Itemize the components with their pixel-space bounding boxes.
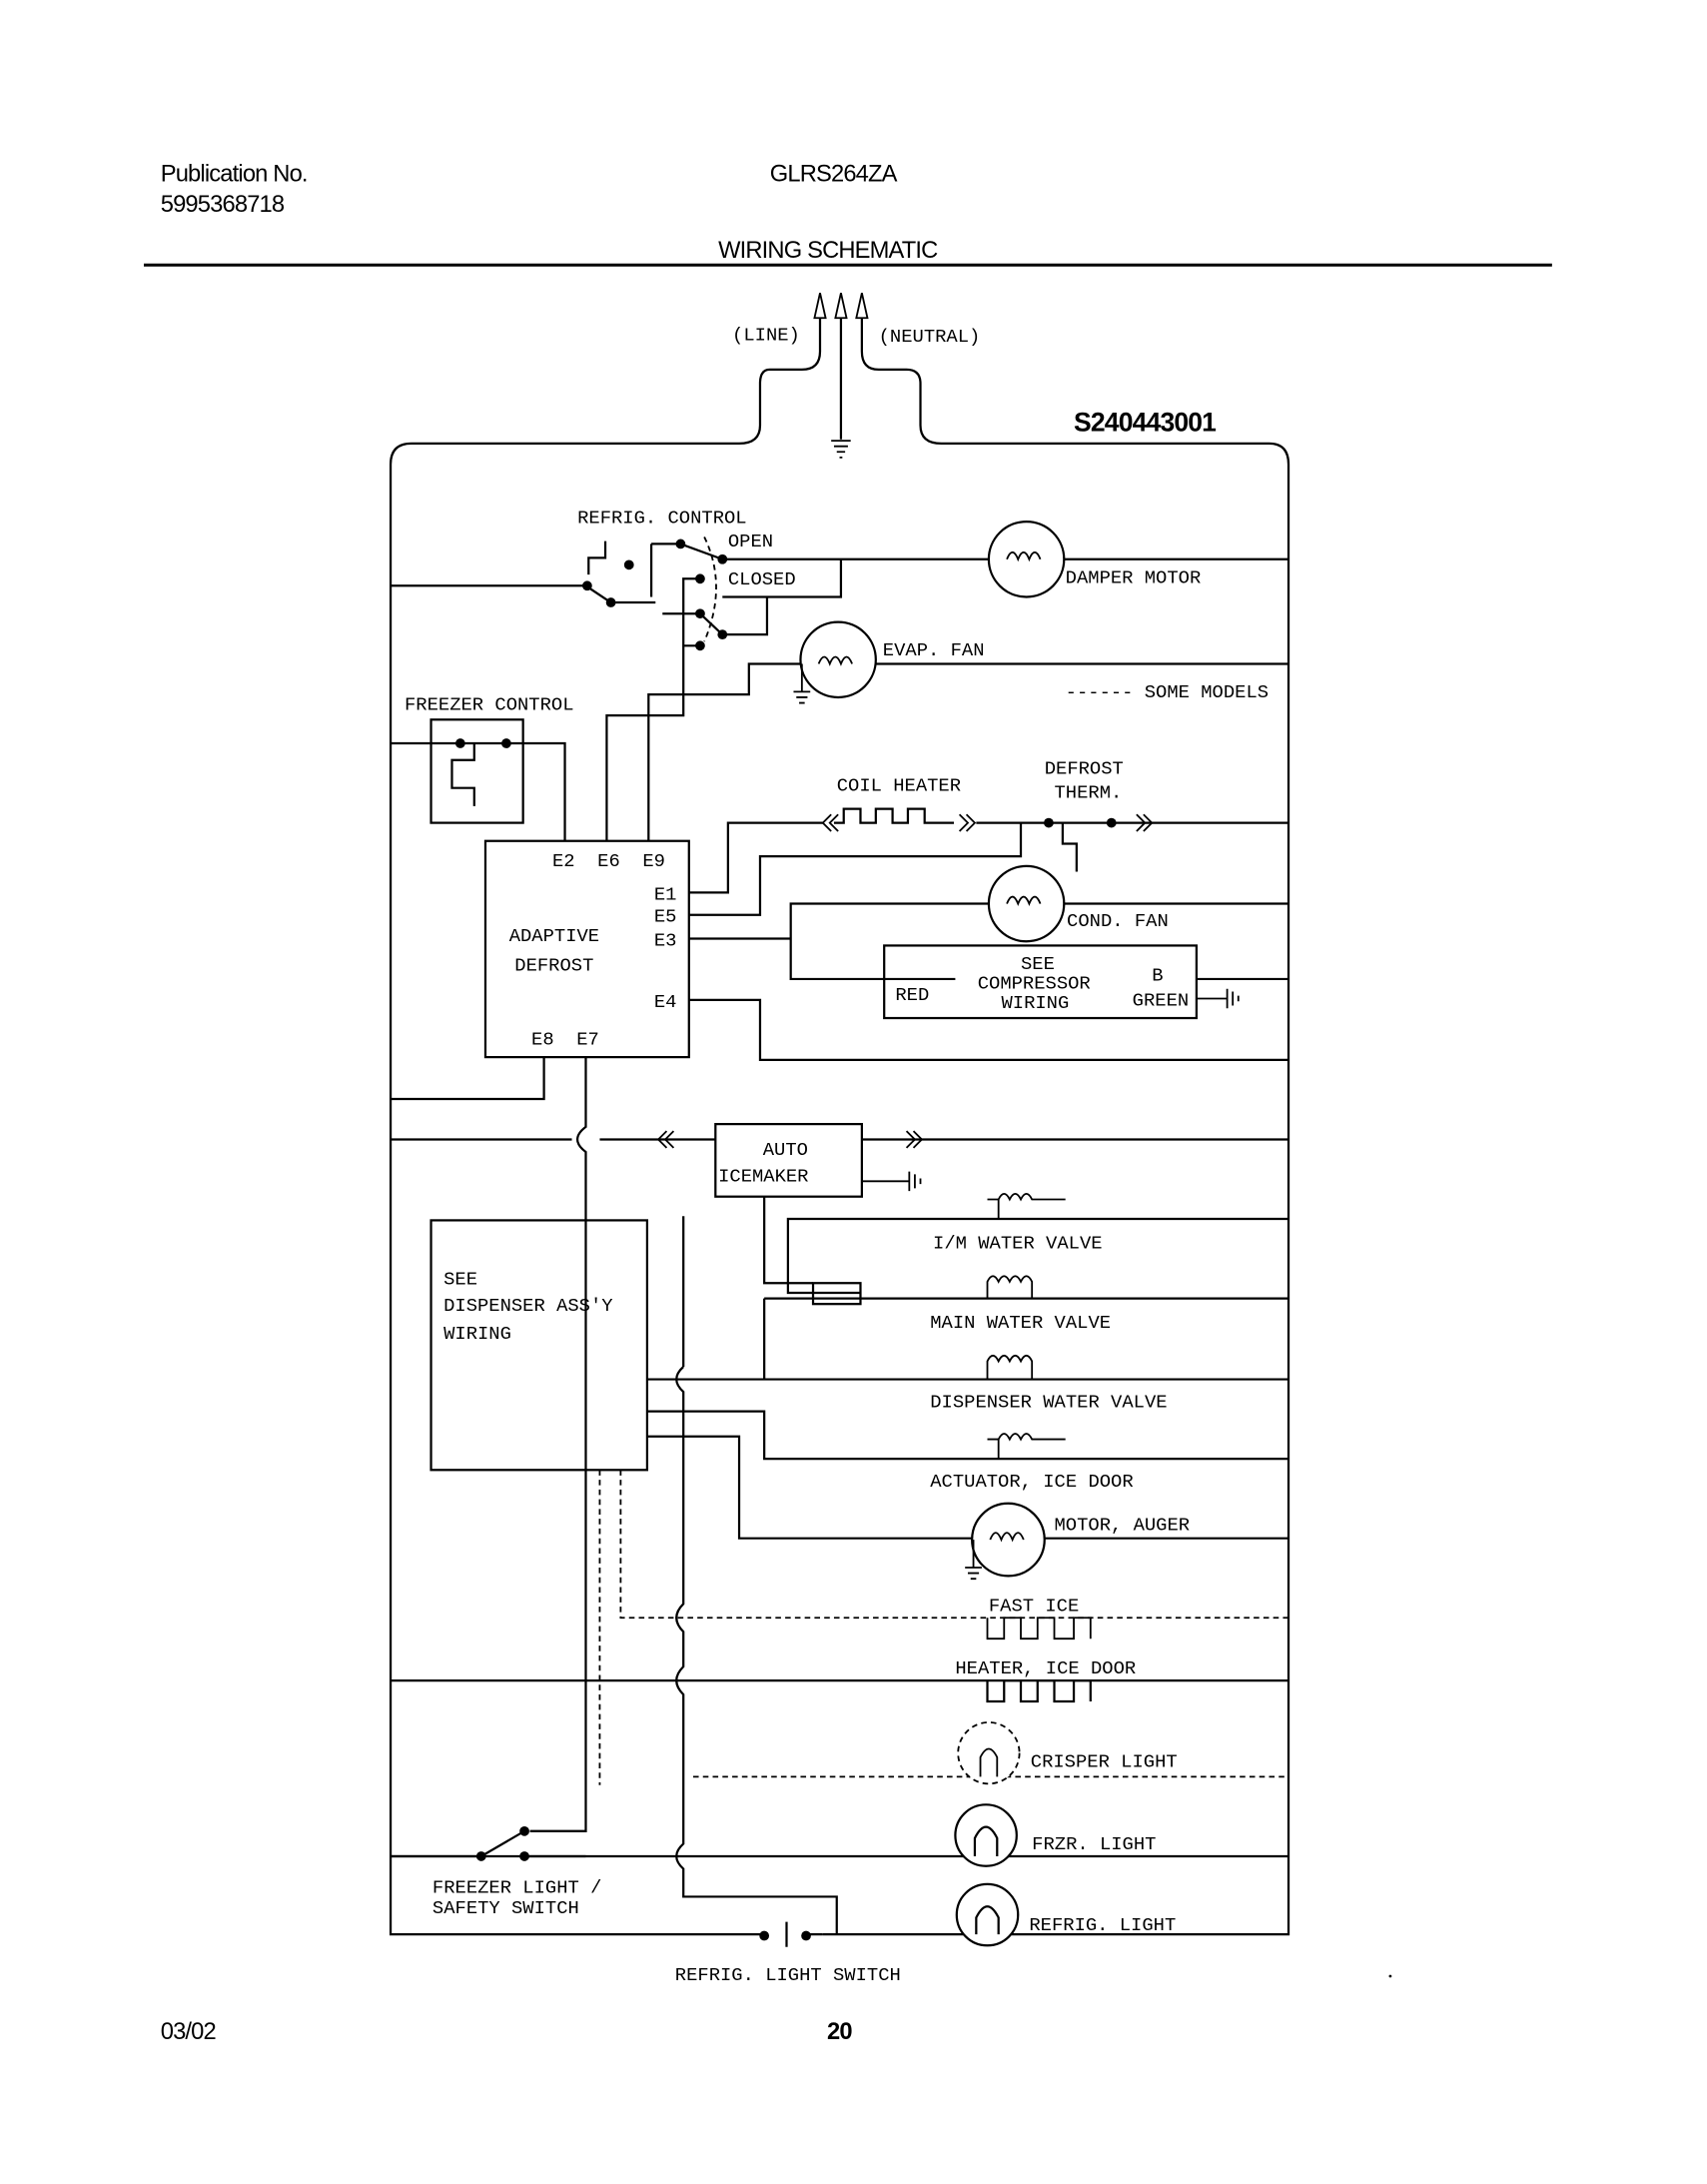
compressor-label-3: WIRING [1001,992,1069,1014]
power-plug-icon [389,292,1290,1936]
refrig-control-label: REFRIG. CONTROL [577,507,746,529]
page-number: 20 [827,2019,852,2045]
im-water-valve-icon [987,1193,1066,1220]
icemaker-label-1: AUTO [763,1139,808,1161]
freezer-switch-label-1: FREEZER LIGHT / [432,1876,601,1898]
crisper-light-label: CRISPER LIGHT [1031,1751,1178,1773]
main-water-valve-icon [986,1275,1034,1299]
adaptive-defrost-box [483,839,690,1059]
damper-motor-label: DAMPER MOTOR [1066,566,1202,588]
heater-ice-door-icon [986,1678,1092,1703]
refrig-control-switch [391,537,1289,841]
defrost-therm-label-2: THERM. [1055,781,1123,803]
terminal-e5: E5 [654,906,677,928]
refrig-light-switch [752,1921,823,1947]
refrig-light-icon [955,1882,1020,1947]
freezer-light-safety-switch [391,1825,586,1861]
dispenser-label-2: DISPENSER ASS'Y [443,1295,612,1317]
refrig-light-label: REFRIG. LIGHT [1029,1914,1176,1936]
neutral-label: (NEUTRAL) [879,326,981,348]
coil-heater-icon [821,807,977,832]
im-water-valve-label: I/M WATER VALVE [933,1232,1102,1254]
refrig-control-closed-label: CLOSED [728,568,796,590]
compressor-wiring-box [883,944,1199,1020]
frzr-light-icon [954,1803,1018,1867]
schematic-number: S240443001 [1074,407,1217,437]
cond-fan-icon [987,864,1066,943]
dispenser-label-1: SEE [443,1269,477,1291]
actuator-ice-door-icon [987,1433,1066,1460]
dispenser-label-3: WIRING [443,1323,511,1345]
compressor-label-1: SEE [1021,953,1055,975]
connector-icon [811,1282,862,1306]
dispenser-water-valve-label: DISPENSER WATER VALVE [930,1391,1167,1413]
evap-fan-icon [793,620,877,704]
refrig-light-switch-label: REFRIG. LIGHT SWITCH [675,1964,901,1986]
defrost-therm-label-1: DEFROST [1045,758,1124,780]
motor-auger-label: MOTOR, AUGER [1055,1514,1191,1536]
adaptive-defrost-label-2: DEFROST [514,955,593,977]
fast-ice-label: FAST ICE [989,1595,1079,1617]
crisper-light-icon [957,1721,1021,1785]
publication-label: Publication No. [161,161,308,187]
defrost-bottom-terminals: E8 E7 [531,1029,599,1051]
compressor-red-label: RED [895,984,929,1006]
fast-ice-heater-icon [986,1617,1092,1640]
model-number: GLRS264ZA [770,161,898,187]
some-models-legend: ------ SOME MODELS [1066,681,1269,703]
ground-icon [1196,988,1240,1009]
refrig-control-open-label: OPEN [728,531,773,552]
freezer-control-label: FREEZER CONTROL [405,694,573,716]
icemaker-label-2: ICEMAKER [718,1165,808,1187]
evap-fan-label: EVAP. FAN [883,639,985,661]
page-title: WIRING SCHEMATIC [718,238,938,264]
terminal-e1: E1 [654,883,677,905]
compressor-label-2: COMPRESSOR [978,973,1091,995]
frzr-light-label: FRZR. LIGHT [1032,1833,1156,1855]
terminal-e4: E4 [654,991,677,1013]
publication-number: 5995368718 [161,192,285,218]
line-label: (LINE) [732,325,800,347]
main-water-valve-label: MAIN WATER VALVE [930,1312,1111,1334]
footer-date: 03/02 [161,2019,216,2045]
actuator-ice-door-label: ACTUATOR, ICE DOOR [930,1471,1133,1493]
cond-fan-label: COND. FAN [1067,910,1169,932]
compressor-b-label: B [1152,964,1163,986]
damper-motor-icon [987,520,1066,598]
terminal-e3: E3 [654,929,677,951]
dispenser-water-valve-icon [986,1354,1034,1380]
motor-auger-icon [965,1502,1046,1581]
freezer-switch-label-2: SAFETY SWITCH [432,1897,579,1919]
dispenser-wiring-box [429,1219,649,1472]
coil-heater-label: COIL HEATER [837,774,961,796]
auto-icemaker-box [714,1122,863,1198]
defrost-therm-icon [1044,813,1154,832]
freezer-control-switch [391,718,566,841]
adaptive-defrost-label-1: ADAPTIVE [509,925,599,947]
compressor-green-label: GREEN [1133,989,1190,1011]
ground-icon [861,1171,922,1192]
defrost-top-terminals: E2 E6 E9 [552,850,665,872]
heater-ice-door-label: HEATER, ICE DOOR [955,1657,1136,1679]
